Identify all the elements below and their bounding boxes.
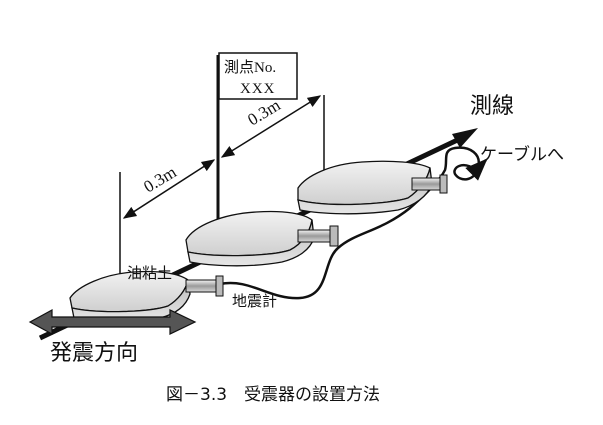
station-sign-line2: XXX: [240, 81, 276, 97]
survey-line-label: 測線: [470, 94, 514, 119]
cable-arrow-icon: [465, 158, 488, 181]
clay-label: 油粘土: [127, 264, 172, 282]
survey-line-arrowhead: [452, 128, 478, 148]
to-cable-label: ケーブルへ: [480, 144, 564, 165]
clay-block-right: [297, 160, 433, 215]
station-sign: 測点No. XXX: [218, 52, 298, 100]
geophone-label: 地震計: [232, 292, 277, 310]
clay-block-middle: [185, 210, 315, 267]
spacing-arrow-lower: [122, 159, 216, 219]
source-direction-label: 発震方向: [50, 341, 138, 366]
geophone-right: [411, 174, 448, 194]
figure-caption: 図－3.3 受震器の設置方法: [166, 385, 380, 405]
spacing-arrow-upper: [220, 95, 322, 158]
geophone-middle: [297, 225, 339, 247]
spacing-label-lower: 0.3m: [140, 162, 179, 196]
source-direction-arrow: [28, 308, 197, 336]
spacing-label-upper: 0.3m: [244, 95, 283, 129]
station-sign-line1: 測点No.: [224, 59, 276, 76]
geophone-left: [185, 275, 224, 297]
